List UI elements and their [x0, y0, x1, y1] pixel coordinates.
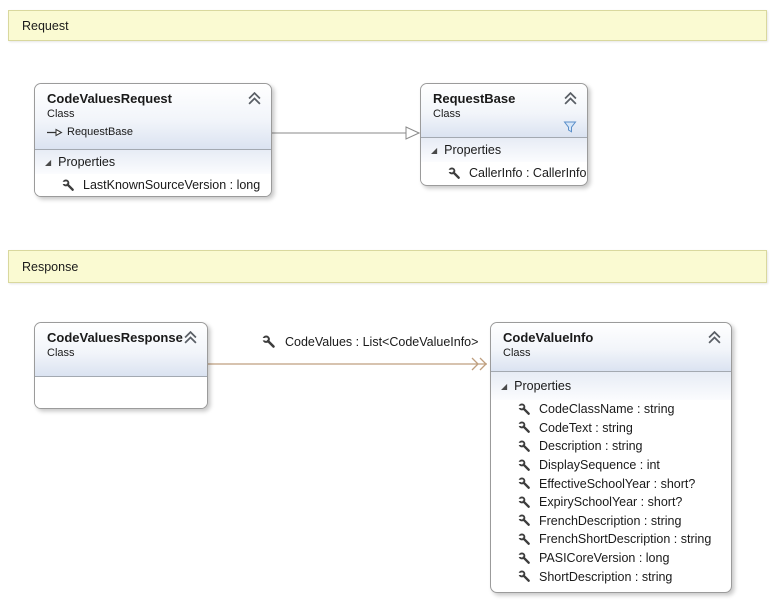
class-box-requestbase[interactable]: RequestBase Class ◢ Properties Ca — [420, 83, 588, 186]
property-row[interactable]: LastKnownSourceVersion : long — [35, 174, 271, 196]
class-name: CodeValueInfo — [503, 330, 594, 345]
class-kind: Class — [503, 347, 531, 359]
class-box-codevalueinfo[interactable]: CodeValueInfo Class ◢ Properties CodeCla… — [490, 322, 732, 593]
property-label: ShortDescription : string — [539, 569, 673, 584]
section-title: Properties — [444, 143, 502, 157]
property-row[interactable]: ShortDescription : string — [491, 567, 731, 586]
property-row[interactable]: CodeClassName : string — [491, 400, 731, 419]
filter-funnel-icon[interactable] — [563, 120, 577, 134]
wrench-icon — [518, 421, 530, 434]
wrench-icon — [262, 335, 275, 348]
property-label: DisplaySequence : int — [539, 458, 660, 473]
inheritance-arrow-icon — [272, 126, 421, 140]
property-row[interactable]: EffectiveSchoolYear : short? — [491, 474, 731, 493]
association-label[interactable]: CodeValues : List<CodeValueInfo> — [262, 335, 478, 349]
section-title: Properties — [58, 155, 116, 169]
wrench-icon — [518, 440, 530, 452]
class-body: ◢ Properties CodeClassName : string Cod — [491, 371, 731, 586]
property-label: CodeText : string — [539, 420, 633, 435]
properties-section-header[interactable]: ◢ Properties — [491, 372, 731, 400]
property-row[interactable]: CallerInfo : CallerInfo — [421, 162, 587, 184]
request-group-banner[interactable]: Request — [8, 10, 767, 41]
request-banner-label: Request — [22, 18, 69, 33]
collapse-chevron-icon[interactable] — [184, 331, 197, 344]
class-body: ◢ Properties LastKnownSourceVersion : lo… — [35, 149, 271, 196]
property-label: CallerInfo : CallerInfo — [469, 166, 587, 180]
property-label: Description : string — [539, 439, 643, 454]
class-kind: Class — [47, 347, 75, 359]
class-name: CodeValuesRequest — [47, 91, 172, 106]
collapse-chevron-icon[interactable] — [248, 92, 261, 105]
base-type-name: RequestBase — [67, 126, 134, 138]
class-header: CodeValueInfo Class — [491, 323, 731, 371]
property-row[interactable]: DisplaySequence : int — [491, 456, 731, 475]
base-type-arrow-icon — [47, 128, 63, 136]
class-body — [35, 376, 207, 408]
response-banner-label: Response — [22, 259, 79, 274]
class-header: CodeValuesRequest Class RequestBase — [35, 84, 271, 149]
class-box-codevaluesresponse[interactable]: CodeValuesResponse Class — [34, 322, 208, 409]
base-type-row: RequestBase — [47, 126, 259, 138]
wrench-icon — [518, 570, 530, 583]
property-row[interactable]: FrenchShortDescription : string — [491, 530, 731, 549]
wrench-icon — [518, 552, 530, 564]
property-row[interactable]: Description : string — [491, 437, 731, 456]
inheritance-connector[interactable] — [272, 126, 421, 140]
collapse-chevron-icon[interactable] — [708, 331, 721, 344]
property-row[interactable]: CodeText : string — [491, 419, 731, 438]
property-label: FrenchDescription : string — [539, 513, 682, 528]
response-group-banner[interactable]: Response — [8, 250, 767, 283]
wrench-icon — [518, 514, 530, 527]
wrench-icon — [518, 403, 530, 415]
collapse-chevron-icon[interactable] — [564, 92, 577, 105]
association-label-text: CodeValues : List<CodeValueInfo> — [285, 335, 479, 349]
wrench-icon — [518, 477, 530, 490]
class-header: CodeValuesResponse Class — [35, 323, 207, 376]
property-label: FrenchShortDescription : string — [539, 532, 712, 547]
section-expander-icon[interactable]: ◢ — [431, 146, 438, 155]
wrench-icon — [448, 166, 460, 179]
class-box-codevaluesrequest[interactable]: CodeValuesRequest Class RequestBase ◢ Pr… — [34, 83, 272, 197]
properties-section-header[interactable]: ◢ Properties — [421, 138, 587, 162]
wrench-icon — [518, 496, 530, 508]
section-expander-icon[interactable]: ◢ — [45, 158, 52, 167]
class-body: ◢ Properties CallerInfo : CallerInfo — [421, 137, 587, 184]
class-name: RequestBase — [433, 91, 516, 106]
property-label: ExpirySchoolYear : short? — [539, 495, 683, 510]
wrench-icon — [518, 533, 530, 545]
class-kind: Class — [433, 108, 461, 120]
association-connector[interactable] — [208, 357, 490, 371]
wrench-icon — [62, 178, 74, 191]
property-row[interactable]: FrenchDescription : string — [491, 512, 731, 531]
class-kind: Class — [47, 108, 75, 120]
property-label: EffectiveSchoolYear : short? — [539, 476, 696, 491]
property-label: LastKnownSourceVersion : long — [83, 178, 261, 192]
property-label: CodeClassName : string — [539, 402, 675, 417]
property-row[interactable]: PASICoreVersion : long — [491, 549, 731, 568]
association-arrow-icon — [208, 357, 487, 371]
wrench-icon — [518, 459, 530, 471]
section-expander-icon[interactable]: ◢ — [501, 382, 508, 391]
property-label: PASICoreVersion : long — [539, 551, 670, 566]
class-header: RequestBase Class — [421, 84, 587, 137]
properties-section-header[interactable]: ◢ Properties — [35, 150, 271, 174]
property-row[interactable]: ExpirySchoolYear : short? — [491, 493, 731, 512]
section-title: Properties — [514, 379, 572, 393]
class-name: CodeValuesResponse — [47, 330, 183, 345]
